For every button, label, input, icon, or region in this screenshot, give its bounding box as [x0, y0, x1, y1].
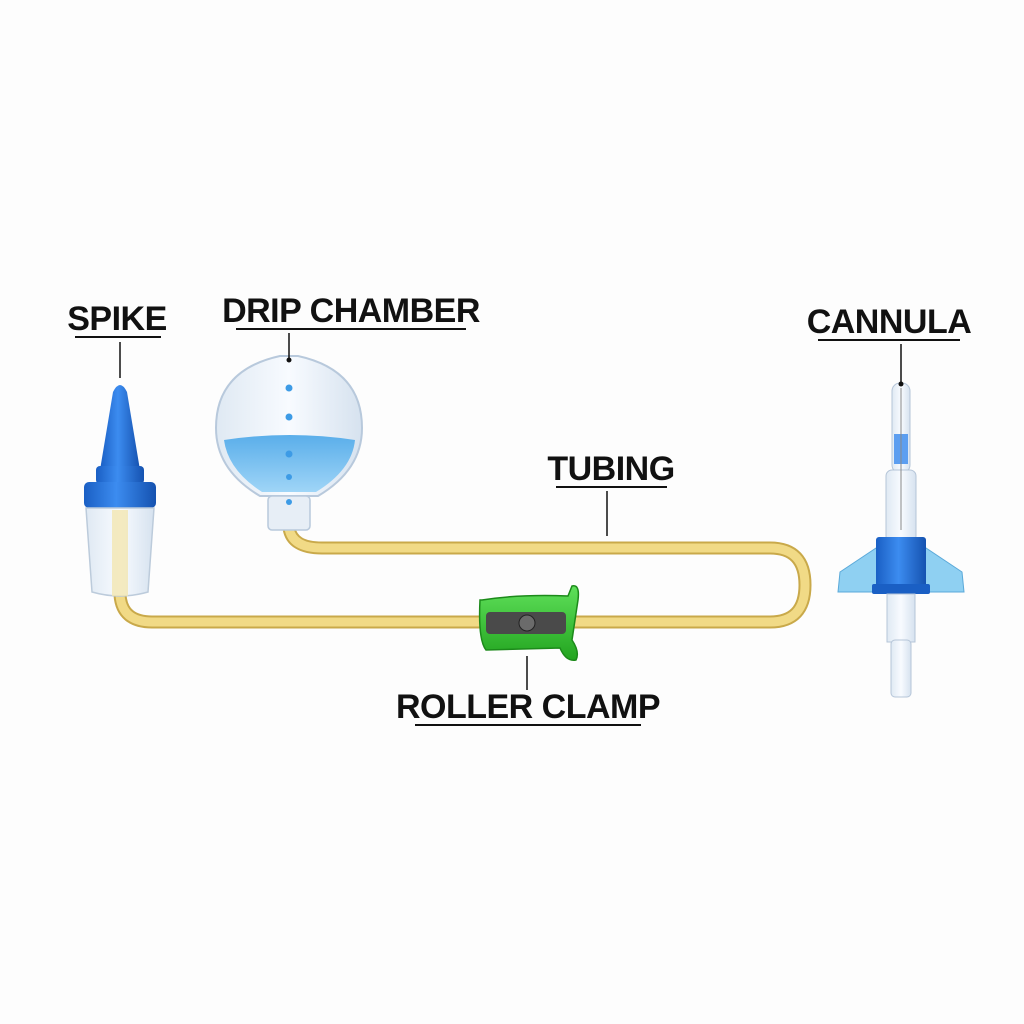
drops [285, 384, 293, 505]
spike [84, 385, 156, 597]
label-cannula-group: CANNULA [807, 303, 972, 387]
label-spike-group: SPIKE [67, 300, 167, 378]
label-drip-chamber: DRIP CHAMBER [222, 292, 480, 330]
drip-chamber [214, 355, 364, 531]
label-drip-chamber-group: DRIP CHAMBER [222, 292, 480, 363]
tubing [113, 521, 812, 629]
label-spike: SPIKE [67, 300, 167, 338]
label-tubing: TUBING [547, 450, 674, 488]
cannula [837, 382, 965, 698]
label-roller-clamp-group: ROLLER CLAMP [396, 656, 661, 726]
label-roller-clamp: ROLLER CLAMP [396, 688, 660, 726]
label-tubing-group: TUBING [547, 450, 675, 536]
label-cannula: CANNULA [807, 303, 972, 341]
roller-clamp [478, 585, 580, 661]
